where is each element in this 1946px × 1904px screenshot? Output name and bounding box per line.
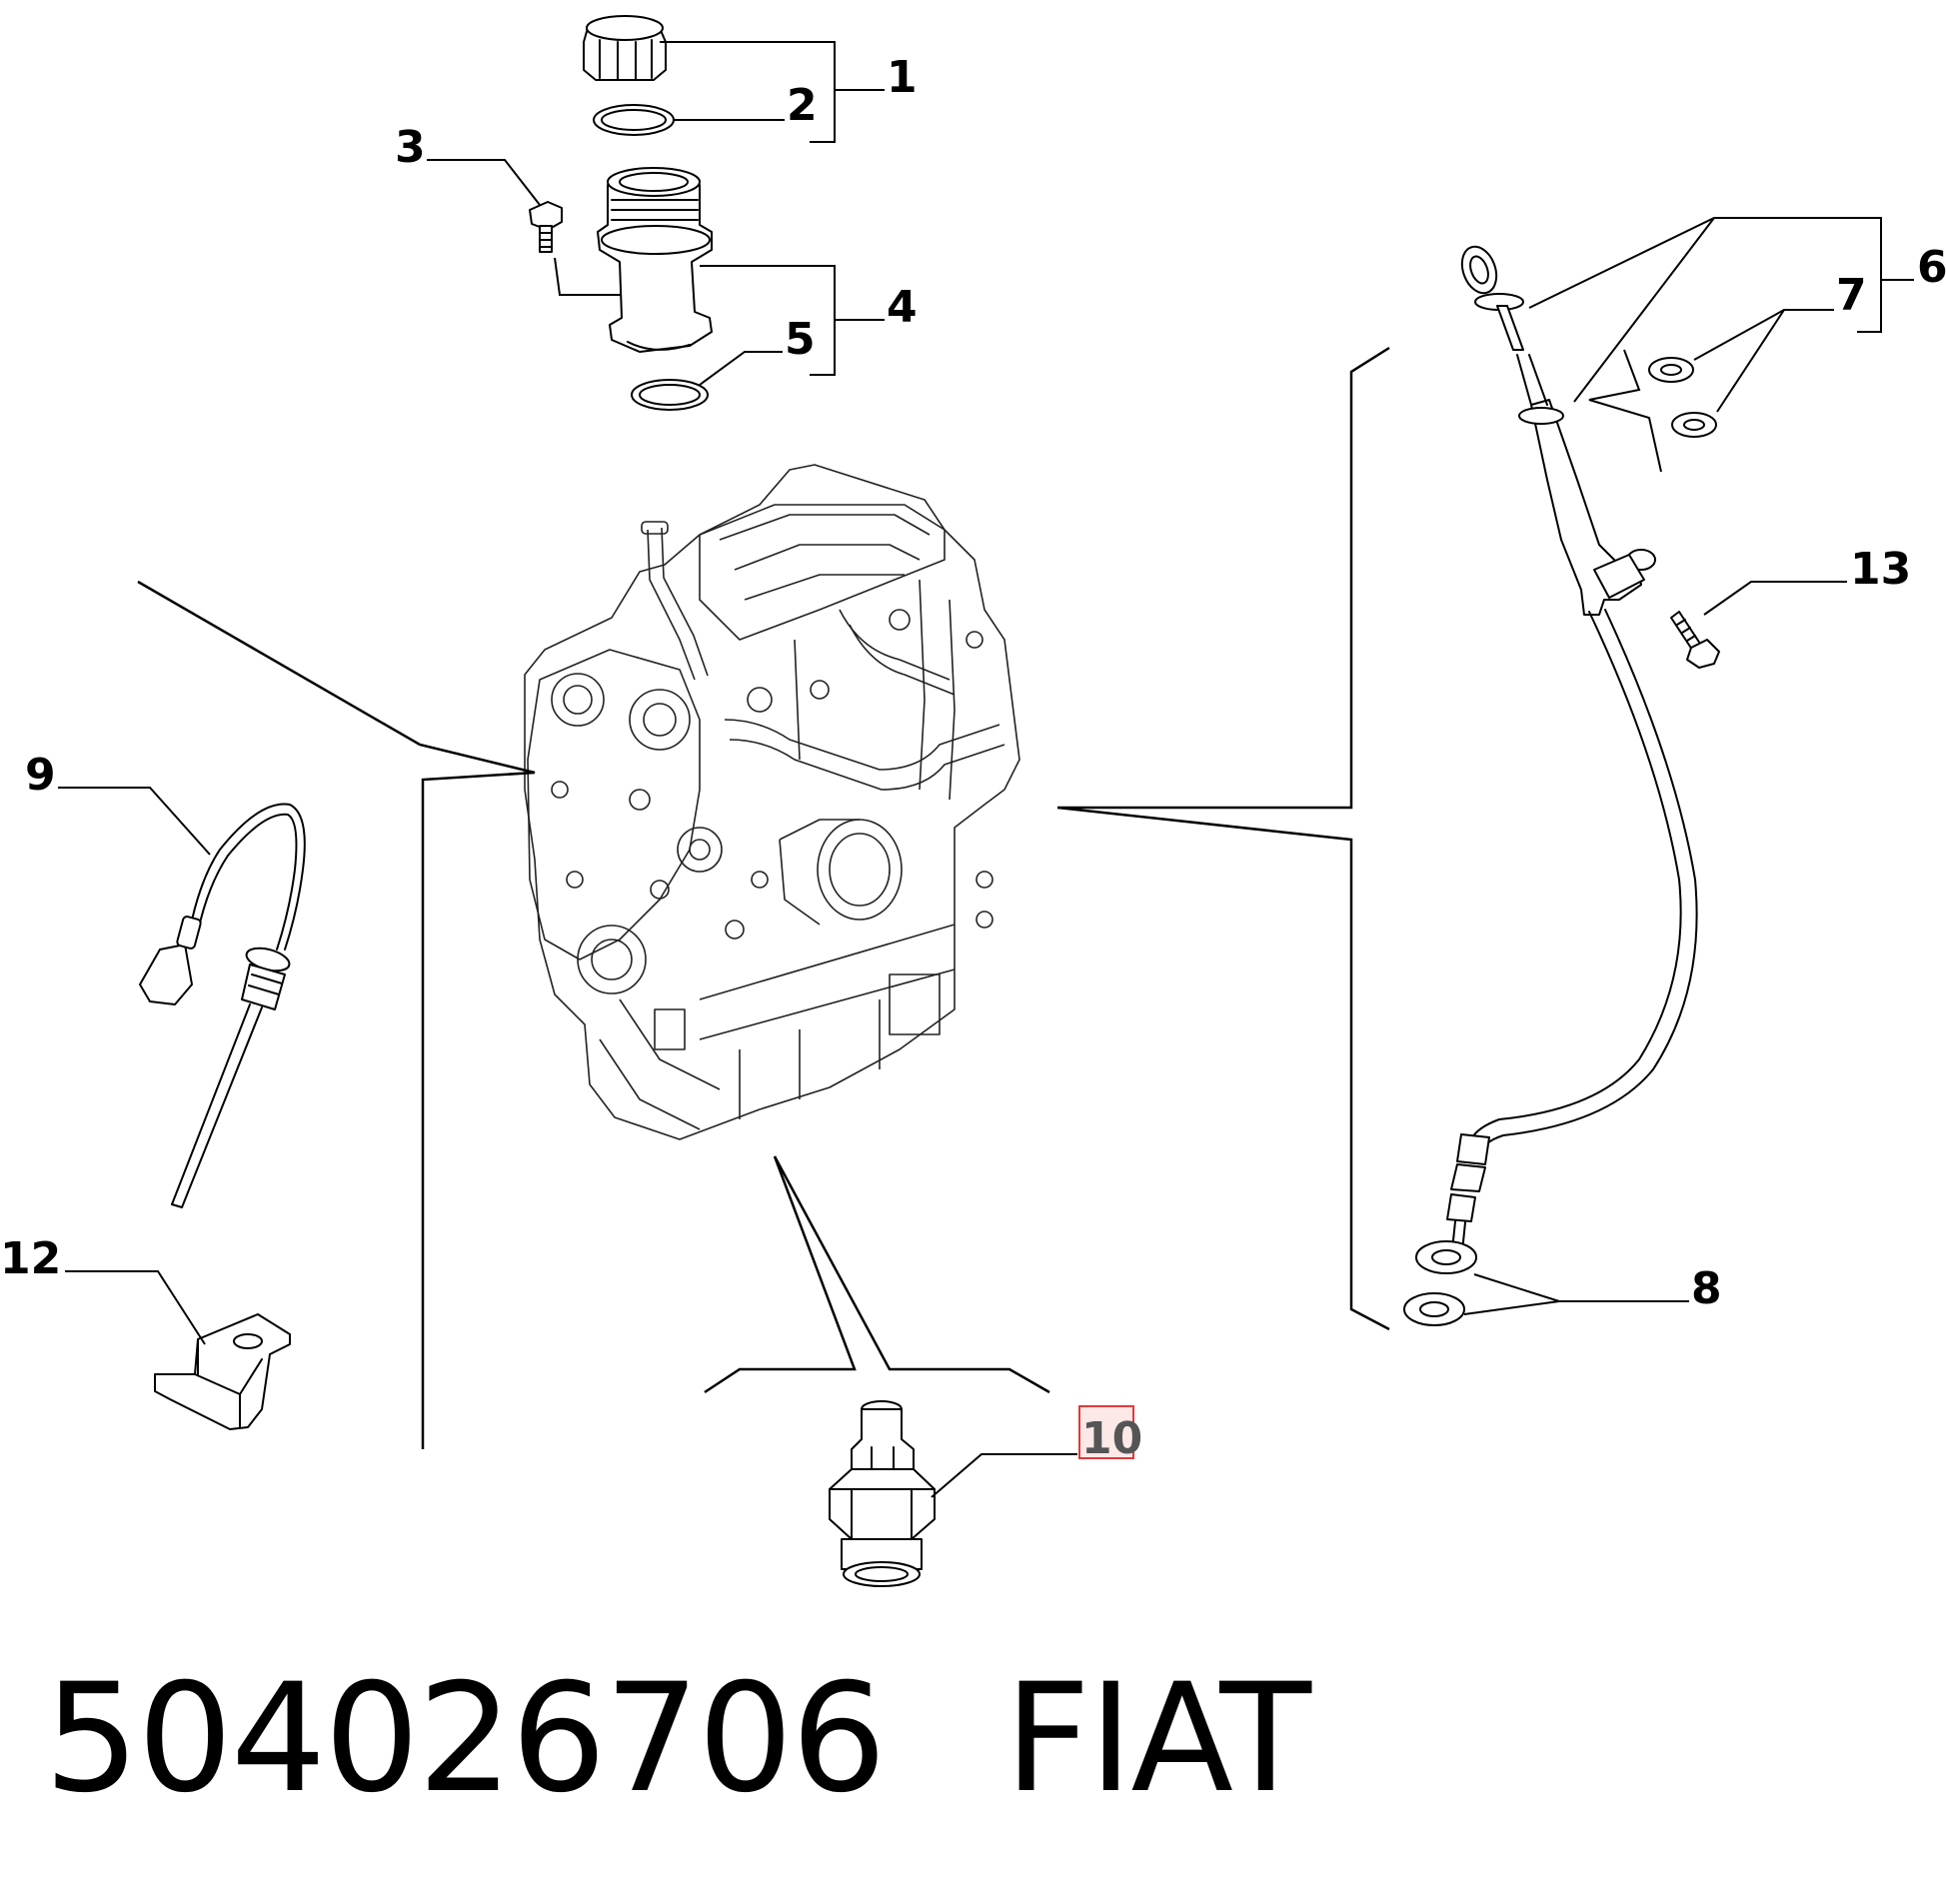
callout-10-highlight: [1078, 1405, 1134, 1459]
callout-5[interactable]: 5: [785, 314, 816, 365]
callout-12[interactable]: 12: [0, 1233, 61, 1284]
callout-7[interactable]: 7: [1836, 270, 1867, 321]
callout-6[interactable]: 6: [1917, 242, 1946, 293]
part-number: 504026706: [44, 1652, 887, 1826]
callout-1[interactable]: 1: [887, 52, 918, 103]
oil-filler-cap-part[interactable]: [583, 15, 667, 81]
tube-washer-part[interactable]: [1403, 1240, 1477, 1326]
callout-8[interactable]: 8: [1691, 1263, 1722, 1314]
dipstick-washer-part[interactable]: [1648, 357, 1717, 438]
bracket-part[interactable]: [154, 1313, 291, 1430]
bolt-part[interactable]: [529, 201, 563, 253]
pipe-gasket-part[interactable]: [631, 379, 709, 411]
callout-4[interactable]: 4: [887, 282, 918, 333]
callout-10[interactable]: 10: [1081, 1413, 1142, 1464]
callout-9[interactable]: 9: [25, 750, 56, 801]
callout-3[interactable]: 3: [395, 122, 426, 173]
oil-filler-pipe-part[interactable]: [597, 167, 713, 353]
engine-block-illustration: [524, 464, 1020, 1140]
callout-2[interactable]: 2: [787, 80, 818, 131]
dipstick-tube-part[interactable]: [1446, 242, 1698, 1262]
dipstick-bracket-bolt-part[interactable]: [1670, 611, 1720, 669]
sensor-with-cable-part[interactable]: [139, 803, 306, 1208]
filler-cap-gasket-part[interactable]: [593, 104, 675, 136]
oil-pressure-switch-part[interactable]: [829, 1400, 936, 1587]
callout-13[interactable]: 13: [1850, 544, 1911, 595]
brand-name: FIAT: [1003, 1652, 1311, 1826]
